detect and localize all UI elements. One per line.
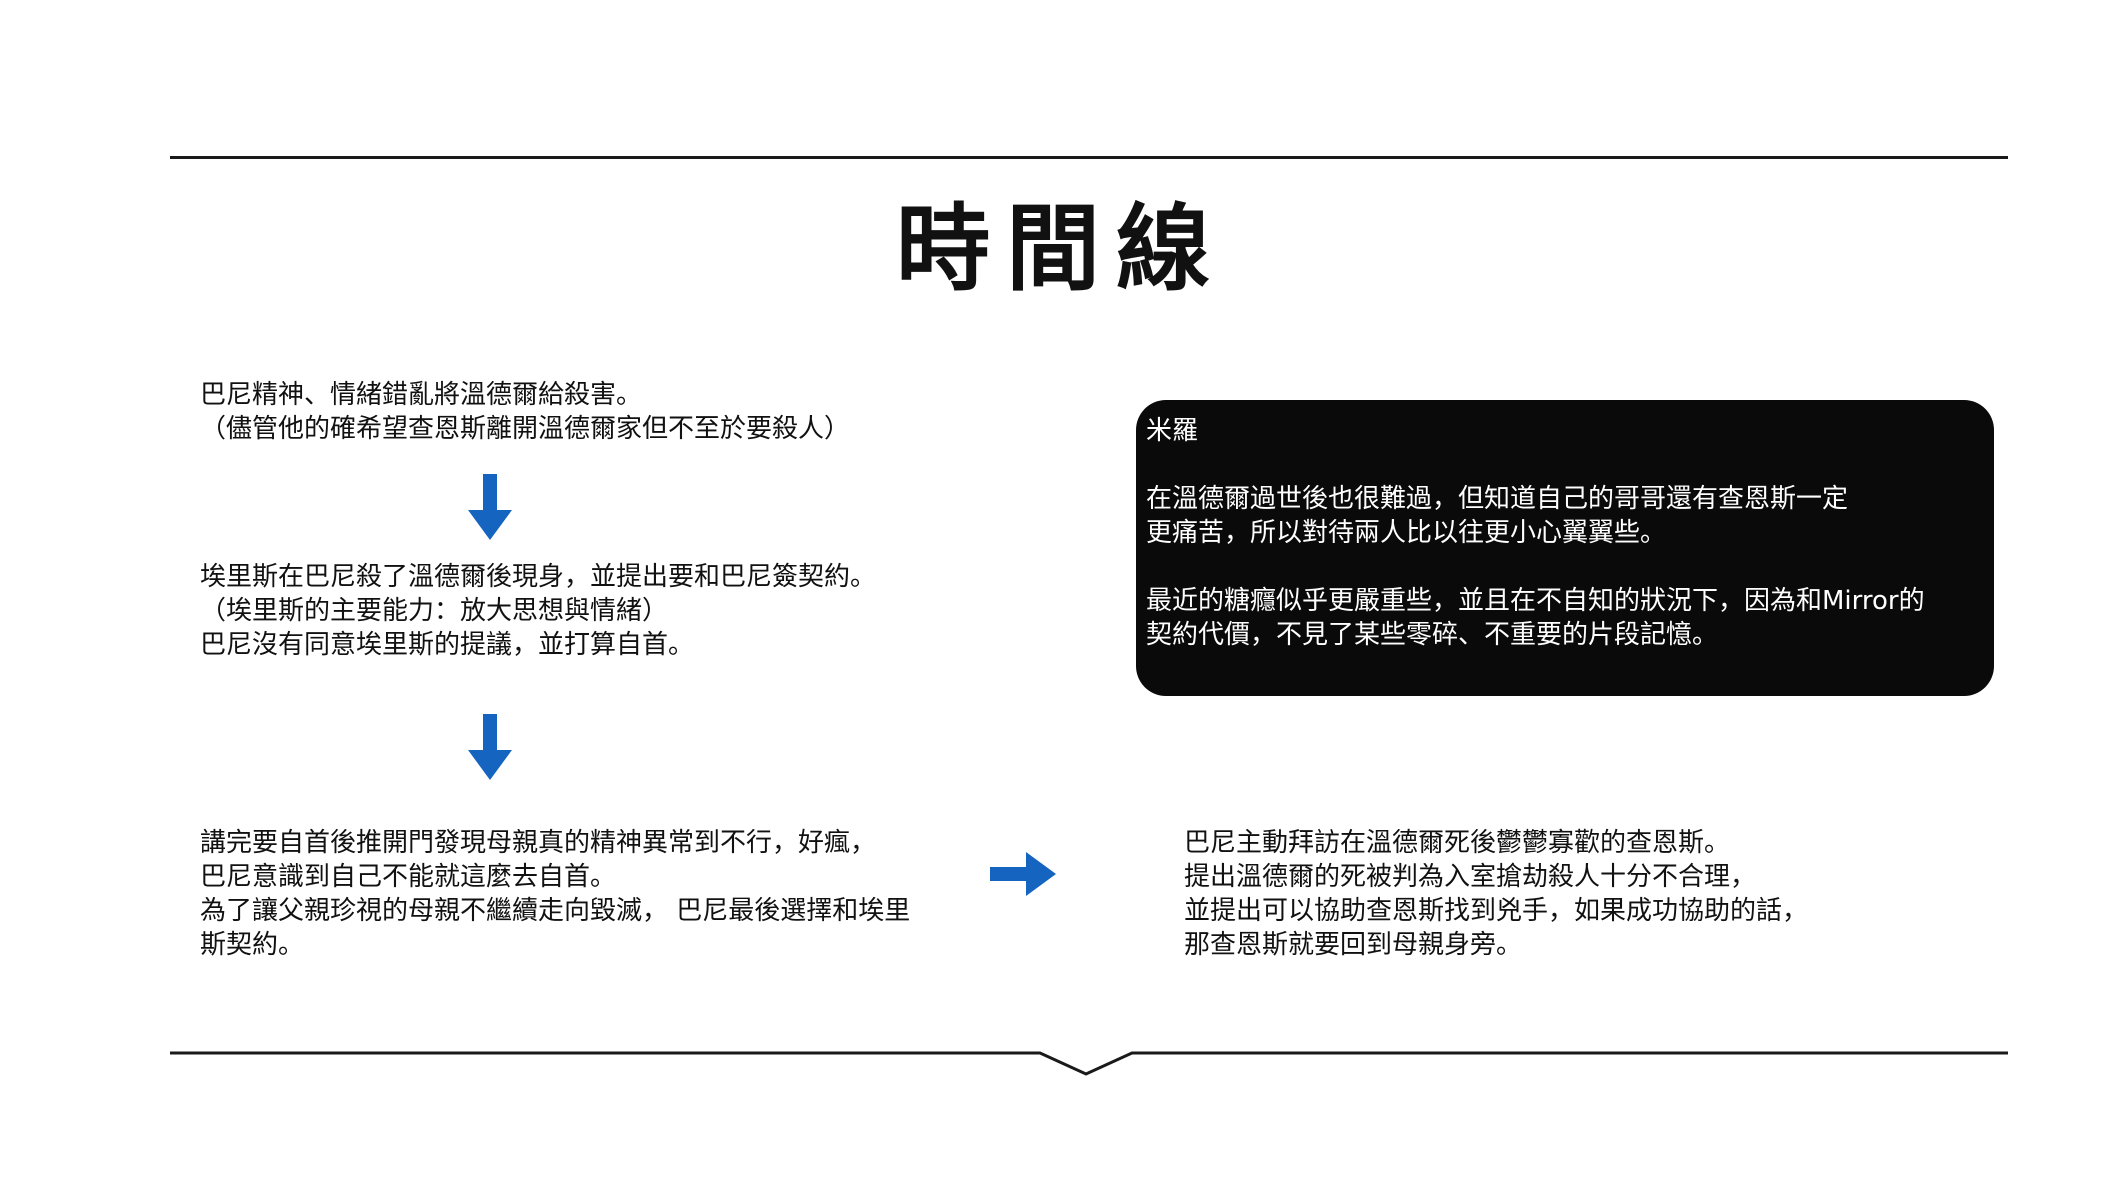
note-p2-line-1: 最近的糖癮似乎更嚴重些，並且在不自知的狀況下，因為和Mirror的 bbox=[1146, 586, 1925, 616]
bottom-divider bbox=[170, 1051, 2008, 1076]
step-2-line-1: 埃里斯在巴尼殺了溫德爾後現身，並提出要和巴尼簽契約。 bbox=[200, 562, 877, 592]
note-p2-line-2: 契約代價，不見了某些零碎、不重要的片段記憶。 bbox=[1146, 620, 1719, 650]
step-1-line-2: （儘管他的確希望查恩斯離開溫德爾家但不至於要殺人） bbox=[200, 414, 851, 444]
step-3-line-3: 為了讓父親珍視的母親不繼續走向毀滅， 巴尼最後選擇和埃里 bbox=[200, 896, 911, 926]
arrow-right-icon bbox=[990, 852, 1056, 896]
timeline-outcome: 巴尼主動拜訪在溫德爾死後鬱鬱寡歡的查恩斯。 提出溫德爾的死被判為入室搶劫殺人十分… bbox=[1184, 826, 1808, 962]
step-2-line-2: （埃里斯的主要能力：放大思想與情緒） bbox=[200, 596, 669, 626]
outcome-line-3: 並提出可以協助查恩斯找到兇手，如果成功協助的話， bbox=[1184, 896, 1809, 926]
step-2-line-3: 巴尼沒有同意埃里斯的提議，並打算自首。 bbox=[200, 630, 695, 660]
step-1-line-1: 巴尼精神、情緒錯亂將溫德爾給殺害。 bbox=[200, 380, 643, 410]
note-p1-line-2: 更痛苦，所以對待兩人比以往更小心翼翼些。 bbox=[1146, 518, 1667, 548]
note-p1-line-1: 在溫德爾過世後也很難過，但知道自己的哥哥還有查恩斯一定 bbox=[1146, 484, 1849, 514]
arrow-down-icon bbox=[468, 714, 512, 780]
step-3-line-4: 斯契約。 bbox=[200, 930, 305, 960]
top-divider bbox=[170, 156, 2008, 159]
timeline-step-1: 巴尼精神、情緒錯亂將溫德爾給殺害。 （儘管他的確希望查恩斯離開溫德爾家但不至於要… bbox=[200, 378, 850, 446]
arrow-down-icon bbox=[468, 474, 512, 540]
timeline-step-2: 埃里斯在巴尼殺了溫德爾後現身，並提出要和巴尼簽契約。 （埃里斯的主要能力：放大思… bbox=[200, 560, 876, 662]
outcome-line-1: 巴尼主動拜訪在溫德爾死後鬱鬱寡歡的查恩斯。 bbox=[1184, 828, 1731, 858]
note-title: 米羅 bbox=[1146, 416, 1199, 446]
page-title: 時間線 bbox=[895, 195, 1226, 304]
note-paragraph-1: 在溫德爾過世後也很難過，但知道自己的哥哥還有查恩斯一定 更痛苦，所以對待兩人比以… bbox=[1146, 482, 1984, 550]
step-3-line-2: 巴尼意識到自己不能就這麼去自首。 bbox=[200, 862, 617, 892]
character-note-box: 米羅 在溫德爾過世後也很難過，但知道自己的哥哥還有查恩斯一定 更痛苦，所以對待兩… bbox=[1136, 400, 1994, 696]
note-paragraph-2: 最近的糖癮似乎更嚴重些，並且在不自知的狀況下，因為和Mirror的 契約代價，不… bbox=[1146, 584, 1984, 652]
outcome-line-2: 提出溫德爾的死被判為入室搶劫殺人十分不合理， bbox=[1184, 862, 1757, 892]
outcome-line-4: 那查恩斯就要回到母親身旁。 bbox=[1184, 930, 1523, 960]
timeline-step-3: 講完要自首後推開門發現母親真的精神異常到不行，好瘋， 巴尼意識到自己不能就這麼去… bbox=[200, 826, 910, 962]
step-3-line-1: 講完要自首後推開門發現母親真的精神異常到不行，好瘋， bbox=[200, 828, 877, 858]
